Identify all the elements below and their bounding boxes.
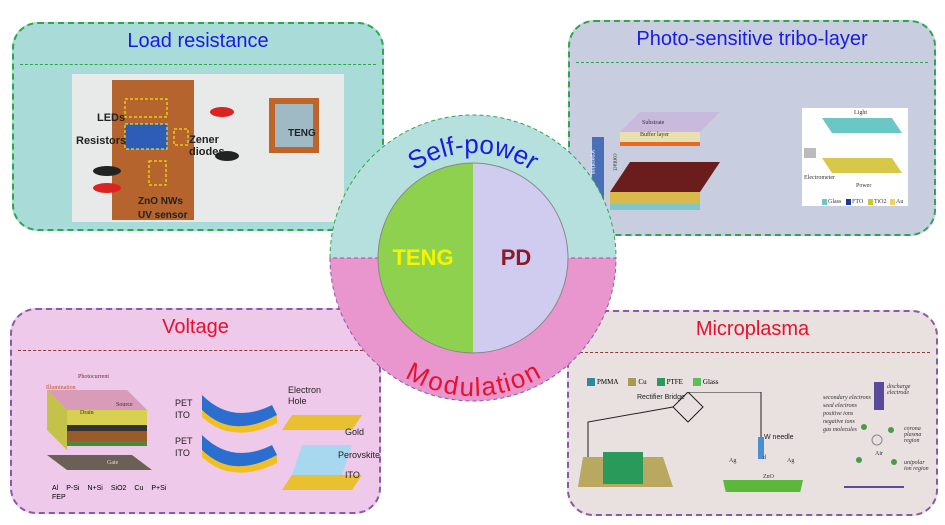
center-diagram: Self-power Modulation TENG PD bbox=[329, 114, 617, 402]
legend-au: Au bbox=[890, 199, 903, 205]
legend-item: SiO2 bbox=[110, 485, 127, 492]
panel-title: Voltage bbox=[162, 316, 229, 338]
label-perovskite: Perovskite bbox=[338, 450, 381, 460]
label-resistors: Resistors bbox=[76, 135, 127, 147]
transistor-diagram bbox=[47, 390, 152, 470]
label-w-needle: W needle bbox=[764, 434, 794, 441]
label-illumination: Illumination bbox=[46, 385, 76, 391]
label-light: Light bbox=[854, 110, 867, 116]
label-rectifier: Rectifier Bridge bbox=[637, 394, 685, 401]
pd-half bbox=[473, 163, 568, 353]
label-leds: LEDs bbox=[97, 112, 126, 124]
legend-item: PTFE bbox=[656, 378, 683, 386]
label-corona-region: corona plasma region bbox=[904, 426, 922, 444]
panel-microplasma: Microplasma PMMA Cu PTFE Glass Rectifier… bbox=[567, 310, 938, 516]
label-hole: Hole bbox=[288, 396, 307, 406]
label-gold: Gold bbox=[345, 427, 365, 437]
divider bbox=[20, 64, 376, 65]
legend-secondary-electrons: secondary electrons bbox=[823, 395, 871, 401]
legend-item: Cu bbox=[134, 485, 144, 492]
microplasma-circuit bbox=[578, 392, 803, 492]
label-zener: Zener diodes bbox=[189, 134, 225, 158]
legend-seed-electrons: seed electrons bbox=[823, 403, 857, 409]
panel-title: Photo-sensitive tribo-layer bbox=[636, 28, 868, 50]
legend-item: N+Si bbox=[87, 485, 103, 492]
plasma-region-diagram bbox=[844, 382, 904, 488]
circuit-photo bbox=[72, 74, 344, 222]
divider bbox=[18, 350, 373, 351]
label-d: d bbox=[763, 455, 766, 461]
panel-voltage: Voltage Illumination Photocurrent Drain … bbox=[10, 308, 381, 514]
legend-item: Glass bbox=[692, 378, 718, 386]
legend-item: P+Si bbox=[151, 485, 167, 492]
divider bbox=[575, 352, 930, 353]
photo-device-diagram bbox=[802, 108, 908, 206]
label-electron: Electron bbox=[288, 385, 322, 395]
label-ito-3: ITO bbox=[345, 470, 360, 480]
legend-item: PMMA bbox=[587, 378, 618, 386]
label-ag-right: Ag bbox=[787, 458, 795, 464]
label-air: Air bbox=[875, 451, 883, 457]
label-gate: Gate bbox=[107, 460, 119, 466]
label-buffer-layer: Buffer layer bbox=[640, 132, 670, 138]
legend-positive-ions: positive ions bbox=[823, 411, 854, 417]
legend-item: Cu bbox=[628, 378, 647, 386]
label-drain: Drain bbox=[80, 410, 94, 416]
label-source: Source bbox=[116, 402, 133, 408]
legend-negative-ions: negative ions bbox=[823, 419, 855, 425]
legend-item: P-Si bbox=[66, 485, 80, 492]
legend-tio2: TiO2 bbox=[868, 199, 886, 205]
panel-photo-sensitive: Photo-sensitive tribo-layer Substrate Bu… bbox=[568, 20, 936, 236]
pd-label: PD bbox=[501, 245, 532, 270]
label-power: Power bbox=[856, 183, 872, 189]
label-discharge-electrode: discharge electrode bbox=[887, 384, 911, 396]
divider bbox=[576, 62, 928, 63]
legend-item: FEP bbox=[52, 494, 66, 501]
perovskite-teng-diagram bbox=[202, 395, 362, 490]
label-ito-2: ITO bbox=[175, 448, 190, 458]
label-photocurrent: Photocurrent bbox=[78, 374, 109, 380]
legend-fto: FTO bbox=[846, 199, 863, 205]
label-substrate: Substrate bbox=[642, 120, 665, 126]
label-electrometer: Electrometer bbox=[804, 175, 835, 181]
legend-item: Al bbox=[52, 485, 59, 492]
label-unipolar-region: unipolar ion region bbox=[904, 460, 929, 472]
legend-gas-molecules: gas molecules bbox=[823, 427, 857, 433]
teng-label: TENG bbox=[392, 245, 453, 270]
label-pet: PET bbox=[175, 398, 193, 408]
panel-title: Microplasma bbox=[695, 318, 810, 340]
label-zno: ZnO NWs UV sensor bbox=[138, 196, 188, 221]
label-teng: TENG bbox=[288, 128, 316, 139]
legend-glass: Glass bbox=[822, 199, 841, 205]
panel-title: Load resistance bbox=[127, 30, 269, 52]
panel-load-resistance: Load resistance LEDs Resistors Zener dio… bbox=[12, 22, 384, 231]
label-ito: ITO bbox=[175, 410, 190, 420]
plasma-legend: PMMA Cu PTFE Glass bbox=[587, 378, 718, 386]
teng-half bbox=[378, 163, 473, 353]
label-ag-left: Ag bbox=[729, 458, 737, 464]
label-zno: ZnO bbox=[763, 474, 774, 480]
label-pet-2: PET bbox=[175, 436, 193, 446]
